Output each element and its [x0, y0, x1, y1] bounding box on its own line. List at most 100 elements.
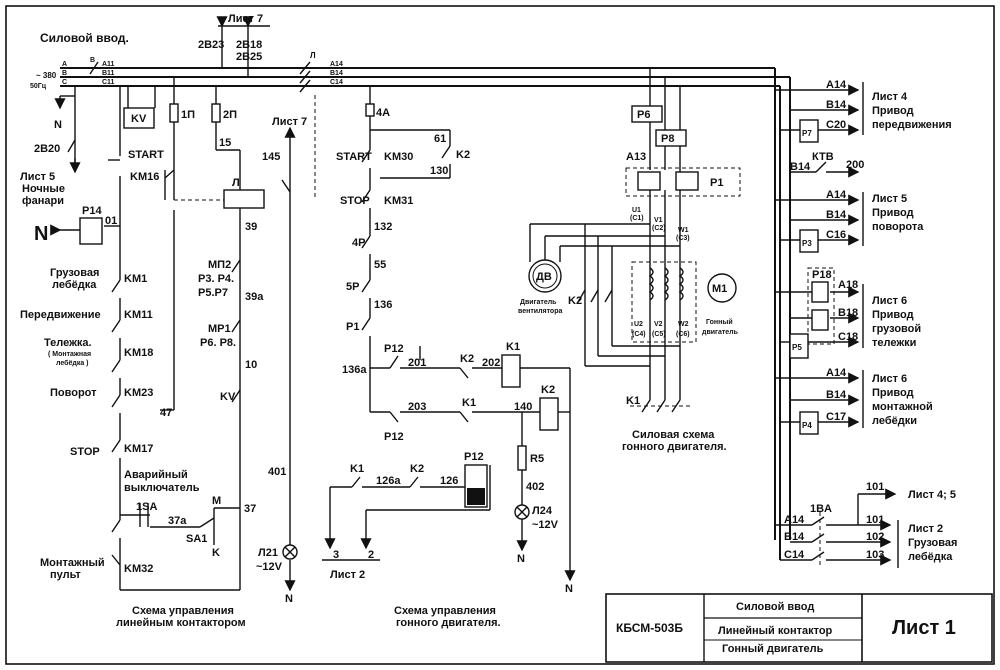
km1-label: KM1 [124, 273, 147, 285]
u2-label: U2 [634, 321, 643, 328]
c6-label: (C6) [676, 331, 690, 338]
left-caption-2: линейным контактором [116, 617, 246, 629]
ktv-label: КТВ [812, 151, 834, 163]
trolley-drive-label: тележки [872, 337, 916, 349]
v1-label: V1 [654, 217, 663, 224]
c2-label: (C2) [652, 225, 666, 232]
frame-border [5, 5, 995, 665]
km32-label: KM32 [124, 563, 153, 575]
coil-k1-label: K1 [506, 341, 520, 353]
km31-label: KM31 [384, 195, 413, 207]
lamp-l24-voltage: ~12V [532, 519, 559, 531]
mid-stop-label: STOP [340, 195, 370, 207]
title-block [605, 593, 993, 663]
cargo-winch-label-1: Грузовая [50, 267, 99, 279]
sheet2-mid-label: Лист 2 [330, 569, 365, 581]
n-bottom-3: N [565, 583, 573, 595]
coil-k1 [501, 354, 521, 388]
n-bottom-2: N [517, 553, 525, 565]
fan-caption-1: Двигатель [520, 299, 557, 306]
out-a14-2: A14 [826, 189, 847, 201]
power-input-heading: Силовой ввод. [40, 31, 129, 45]
lamp-l21-voltage: ~12V [256, 561, 283, 573]
frequency-label: 50Гц [30, 83, 47, 90]
title-row3: Гонный двигатель [722, 643, 824, 655]
motor-caption-1: Силовая схема [632, 429, 715, 441]
wire-a14: A14 [330, 61, 343, 68]
left-control-wiring [50, 77, 296, 592]
wire-37: 37 [244, 503, 256, 515]
km23-label: KM23 [124, 387, 153, 399]
relay-p3-label: P3 [802, 239, 812, 248]
out-b14-4: B14 [826, 389, 847, 401]
lamp-l24-icon [514, 504, 530, 520]
sheet6a-label: Лист 6 [872, 295, 907, 307]
wire-202: 202 [482, 357, 500, 369]
wire-132: 132 [374, 221, 392, 233]
trolley-label: Тележка. [44, 337, 92, 349]
drive-3-label: Привод [872, 309, 914, 321]
wire-101b: 101 [866, 514, 884, 526]
mid-caption-2: гонного двигателя. [396, 617, 501, 629]
sheet5-right-label: Лист 5 [872, 193, 907, 205]
wire-b14: B14 [330, 70, 343, 77]
c3-label: (C3) [676, 235, 690, 242]
travel-label: Передвижение [20, 309, 101, 321]
phase-b-label: B [62, 70, 67, 77]
wire-101a: 101 [866, 481, 884, 493]
wire-103: 103 [866, 549, 884, 561]
winch-label: лебёдки [872, 415, 917, 427]
mp1-desc: Р6. Р8. [200, 337, 236, 349]
wire-15: 15 [219, 137, 231, 149]
wire-130: 130 [430, 165, 448, 177]
relay-p18-1 [811, 281, 829, 303]
fuse-2p-label: 2П [223, 109, 237, 121]
wire-3: 3 [333, 549, 339, 561]
right-output-wiring [775, 82, 899, 568]
drive-caption-1: Гонный [706, 318, 733, 326]
kv-relay-box [123, 107, 155, 129]
trolley-sub-1: ( Монтажная [48, 351, 91, 358]
coil-k2-label: K2 [541, 384, 555, 396]
drive-motor-icon [707, 273, 737, 303]
fuse-4a [365, 103, 375, 117]
resistor-r5 [517, 445, 527, 471]
main-contactor-contacts [89, 61, 316, 200]
title-code: КБСМ-503Б [616, 621, 683, 635]
wire-401: 401 [268, 466, 286, 478]
wire-2b18: 2B18 [236, 39, 262, 51]
wire-2: 2 [368, 549, 374, 561]
relay-p14 [79, 217, 103, 245]
k-label: K [212, 547, 220, 559]
title-sheet: Лист 1 [892, 617, 956, 639]
cargo-winch-label-2: лебёдка [52, 279, 97, 291]
mounting-label: монтажной [872, 401, 933, 413]
v2-label: V2 [654, 321, 663, 328]
fan-motor-label: ДВ [536, 271, 552, 283]
relay-p18-label: P18 [812, 269, 832, 281]
fan-caption-2: вентилятора [518, 308, 562, 315]
w1-label: W1 [678, 227, 689, 234]
u1-label: U1 [632, 207, 641, 214]
wire-201: 201 [408, 357, 426, 369]
out-b14-5: B14 [784, 531, 805, 543]
k1-motor-label: K1 [626, 395, 640, 407]
drive-motor-label: M1 [712, 283, 727, 295]
thermal-relay-1 [637, 171, 661, 191]
wire-a11: A11 [102, 61, 115, 68]
c5-label: (C5) [652, 331, 666, 338]
rotation-label: Поворот [50, 387, 97, 399]
title-row2: Линейный контактор [718, 625, 833, 637]
wire-39a: 39a [245, 291, 264, 303]
mp2-desc-2: Р5.Р7 [198, 287, 228, 299]
breaker-1ba-label: 1BA [810, 503, 832, 515]
wire-39: 39 [245, 221, 257, 233]
relay-p3 [799, 229, 819, 253]
mount-panel-label-1: Монтажный [40, 557, 105, 569]
m-label: M [212, 495, 221, 507]
k2-label-top: K2 [456, 149, 470, 161]
title-row1: Силовой ввод [736, 601, 814, 613]
emergency-label-2: выключатель [124, 482, 200, 494]
relay-p6-label: P6 [637, 109, 650, 121]
